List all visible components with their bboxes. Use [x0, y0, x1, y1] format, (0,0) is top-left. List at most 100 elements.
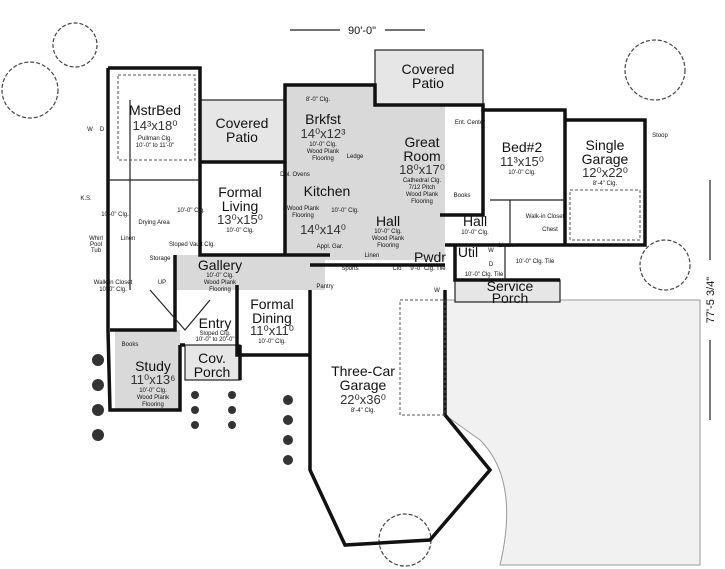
hall-center-name-label: Hall: [376, 213, 400, 229]
gallery-floor: [175, 255, 325, 290]
depth-dimension-label: 77'-5 3/4": [705, 277, 717, 323]
covered-patio-top-name2-label: Patio: [412, 75, 444, 91]
kitchen-ledge-label: Ledge: [347, 154, 364, 160]
formal-living-note-label: 10'-0" Clg.: [226, 228, 254, 234]
misc-sports-label: Sports: [341, 266, 358, 272]
single-garage-stoop-label: Stoop: [652, 133, 668, 139]
shrubs: [92, 354, 293, 465]
master-bed-name-label: MstrBed: [129, 102, 181, 118]
bed2-size-label: 11³x15⁰: [500, 154, 544, 169]
bed2-note-label: 10'-0" Clg.: [508, 170, 536, 176]
covered-patio-left: [199, 99, 286, 163]
master-bath-d-label: D: [100, 127, 105, 133]
cov-porch-name1-label: Cov.: [198, 350, 226, 366]
gallery-name-label: Gallery: [198, 257, 242, 273]
great-room-name2-label: Room: [403, 148, 440, 164]
kitchen-size-label: 14⁰x14⁰: [300, 222, 346, 237]
formal-living-name1-label: Formal: [218, 184, 262, 200]
room-master-bed: MstrBed 14³x18⁰ Pullman Clg. 10'-0" to 1…: [129, 102, 181, 149]
covered-patio-left-name2-label: Patio: [226, 129, 258, 145]
kitchen-appl-label: Appl. Gar.: [317, 244, 344, 250]
room-three-car-garage: Three-Car Garage 22⁰x36⁰ 8'-4" Clg.: [331, 363, 395, 414]
master-bath-up-label: UP: [158, 280, 166, 286]
service-porch-name1-label: Service: [487, 278, 534, 294]
entry-note1-label: Sloped Clg.: [199, 331, 230, 337]
room-master-bath: W D K.S. 10'-0" Clg. Whirl Pool Tub Line…: [80, 127, 215, 293]
misc-labels: Pantry Sports Clo Linen W: [316, 253, 440, 294]
hall-center-note2-label: Wood Plank: [372, 236, 405, 242]
great-room-note2-label: 7/12 Pitch: [409, 185, 436, 191]
single-garage-note-label: 8'-4" Clg.: [593, 181, 618, 187]
cov-porch-name2-label: Porch: [194, 364, 231, 380]
misc-pantry-label: Pantry: [316, 284, 333, 290]
kitchen-ovens-label: Dbl. Ovens: [280, 172, 310, 178]
brkfst-note2-label: Wood Plank: [307, 149, 340, 155]
master-bath-linen-label: Linen: [121, 236, 136, 242]
covered-patio-top: [374, 49, 484, 106]
great-room-note4-label: Flooring: [411, 199, 433, 205]
covered-patio-top-name1-label: Covered: [402, 61, 455, 77]
cov-porch: [184, 344, 241, 381]
bed2-name-label: Bed#2: [502, 139, 543, 155]
gallery-note1-label: 10'-0" Clg.: [206, 273, 234, 279]
great-room-name1-label: Great: [404, 134, 439, 150]
room-formal-dining: Formal Dining 11⁰x11⁰ 10'-0" Clg.: [250, 296, 294, 345]
study-note3-label: Flooring: [142, 402, 164, 408]
entry-name-label: Entry: [199, 315, 232, 331]
kitchen-name-label: Kitchen: [304, 183, 351, 199]
master-bed-size-label: 14³x18⁰: [133, 118, 178, 133]
kitchen-note1-label: Wood Plank: [287, 206, 320, 212]
bath2-linen-label: Linen: [499, 243, 514, 249]
bed2-closet-label: Walk-in Closet: [526, 214, 565, 220]
great-room-note1-label: Cathedral Clg.: [403, 178, 442, 184]
misc-linen-label: Linen: [365, 253, 380, 259]
formal-living-size-label: 13⁰x15⁰: [217, 212, 263, 227]
master-bath-closet2-label: 10'-0" Clg.: [99, 287, 127, 293]
room-service-porch: Service Porch: [487, 278, 534, 306]
room-hall-right: Hall 10'-0" Clg.: [461, 213, 489, 236]
master-bath-w-label: W: [87, 127, 93, 133]
room-entry: Entry Sloped Clg. 10'-0" to 20'-0": [196, 315, 235, 343]
formal-living-name2-label: Living: [222, 198, 259, 214]
master-bath-clg-label: 10'-0" Clg.: [101, 212, 129, 218]
room-formal-living: Formal Living 13⁰x15⁰ 10'-0" Clg.: [217, 184, 263, 234]
room-covered-patio-top: Covered Patio: [402, 61, 455, 91]
hall-center-note1-label: 10'-0" Clg.: [374, 229, 402, 235]
master-bed-note1-label: Pullman Clg.: [138, 136, 172, 142]
master-bath-storage-label: Storage: [149, 256, 171, 262]
brkfst-bay-note-label: 8'-0" Clg.: [306, 97, 331, 103]
formal-dining-name1-label: Formal: [250, 296, 294, 312]
brkfst-note3-label: Flooring: [312, 156, 334, 162]
util-note-label: 10'-0" Clg. Tile: [465, 272, 504, 278]
util-d-label: D: [489, 262, 494, 268]
study-size-label: 11⁰x13⁶: [130, 372, 175, 387]
room-hall-center: Hall 10'-0" Clg. Wood Plank Flooring: [372, 213, 405, 249]
hall-right-note-label: 10'-0" Clg.: [461, 230, 489, 236]
master-bath-tub3-label: Tub: [91, 248, 102, 254]
kitchen-floor: [285, 85, 445, 260]
room-great-room: Ent. Center Great Room 18⁰x17⁰ Cathedral…: [399, 120, 485, 205]
study-name-label: Study: [135, 358, 171, 374]
great-room-size-label: 18⁰x17⁰: [399, 162, 445, 177]
misc-w-label: W: [434, 288, 440, 294]
room-gallery: Gallery 10'-0" Clg. Wood Plank Flooring: [198, 257, 242, 293]
great-room-ent-label: Ent. Center: [455, 120, 485, 126]
driveway: [444, 299, 701, 566]
room-util: Util 10'-0" Clg. Tile W D Linen 10'-0" C…: [458, 243, 555, 278]
room-cov-porch: Cov. Porch: [194, 350, 231, 380]
hall-right-name-label: Hall: [463, 213, 487, 229]
service-porch-name2-label: Porch: [492, 290, 529, 306]
gallery-note3-label: Flooring: [209, 287, 231, 293]
entry-note2-label: 10'-0" to 20'-0": [196, 337, 235, 343]
kitchen-clg-label: 10'-0" Clg.: [331, 208, 359, 214]
study-floor: [115, 330, 180, 410]
three-car-garage-name2-label: Garage: [340, 377, 387, 393]
great-room-note3-label: Wood Plank: [406, 192, 439, 198]
width-dimension: 90'-0": [290, 25, 425, 37]
formal-dining-note-label: 10'-0" Clg.: [258, 339, 286, 345]
formal-dining-size-label: 11⁰x11⁰: [250, 323, 294, 338]
room-study: Books Study 11⁰x13⁶ 10'-0" Clg. Wood Pla…: [122, 342, 176, 408]
master-bath-tub2-label: Pool: [90, 242, 102, 248]
room-bed2: Bed#2 11³x15⁰ 10'-0" Clg. Walk-in Closet…: [500, 139, 565, 233]
